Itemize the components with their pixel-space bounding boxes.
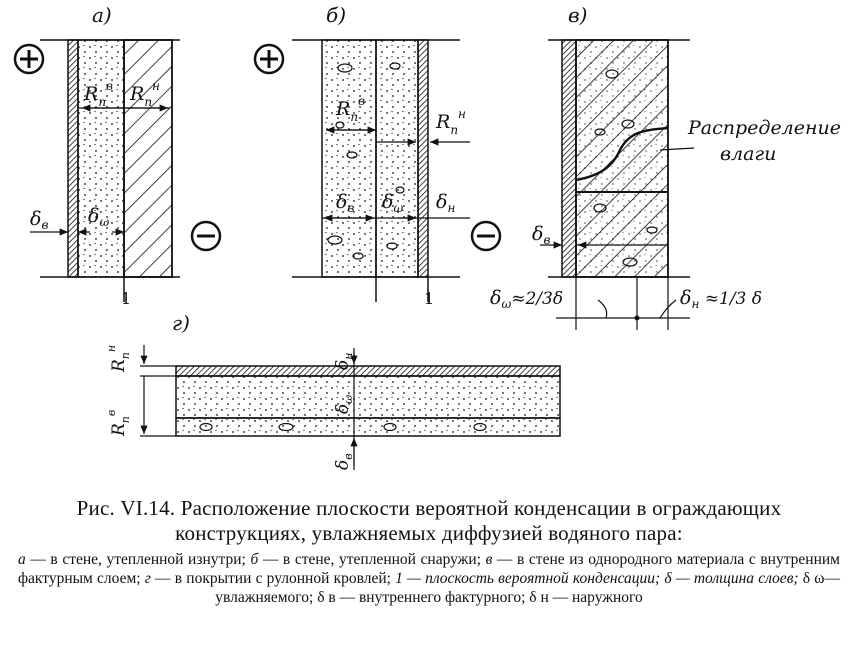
panel-label-b: б) [326,3,346,27]
legend-key-delta-w: δ ω [802,570,825,587]
thickness-outer-b: δн [436,191,455,215]
legend-text-b: — в стене, утепленной снаружи; [258,551,486,568]
moisture-label-line2: влаги [720,143,776,165]
legend-text-delta: — толщина слоев; [671,570,803,587]
figure-caption: Рис. VI.14. Расположение плоскости вероя… [18,496,840,607]
thickness-inner-v: δв [532,223,550,247]
legend-key-delta-v: δ в [317,589,336,606]
legend-key-b: б [250,551,259,568]
legend-text-v: — в стене из однородного материала с вну… [18,551,840,587]
legend-text-delta-n: — наружного [548,589,643,606]
plane-marker-b: 1 [424,289,434,308]
panel-g: г) Rпн Rпв δн δω δв [105,311,561,470]
base-layer-g [175,417,561,437]
minus-sign-a [190,220,222,252]
legend-text-a: — в стене, утепленной изнутри; [25,551,251,568]
roofing-layer-g [175,365,561,377]
insulation-layer-g [175,375,561,419]
ratio-wet: δω≈2/3δ [490,287,563,311]
thickness-outer-g: δн [333,353,355,371]
ratio-outer: δн ≈1/3 δ [680,287,762,311]
legend-text-1: — плоскость вероятной конденсации; [402,570,665,587]
aggregate-marks-g [199,422,487,432]
thickness-inner-a: δв [30,208,48,232]
legend-key-a: а [18,551,26,568]
inner-finish-layer-v [561,39,577,278]
plus-sign-b [253,43,285,75]
panel-b: б) 1 Rпв Rпн δв δω δн [253,3,502,308]
legend-key-1: 1 [395,570,403,587]
resistance-inner-g: Rпв [105,410,132,437]
thickness-inner-g: δв [333,453,355,470]
resistance-outer-g: Rпн [105,345,132,373]
moisture-distribution-curve [575,126,669,182]
caption-legend: а — в стене, утепленной изнутри; б — в с… [18,550,840,607]
panel-label-v: в) [568,3,587,27]
insulation-layer-b [375,39,419,278]
panel-label-g: г) [172,311,190,335]
minus-sign-b [470,220,502,252]
legend-key-delta: δ [664,570,672,587]
panel-v: в) δв Распределение влаги δω≈2/3δ δн ≈1/… [490,3,841,330]
plane-marker-a: 1 [121,289,131,308]
outer-finish-layer-b [417,39,429,278]
panel-label-a: а) [92,3,112,27]
caption-title: Рис. VI.14. Расположение плоскости вероя… [76,496,782,545]
legend-key-delta-n: δ н [529,589,549,606]
legend-text-delta-w: — увлажняемого; [215,570,841,606]
legend-text-g: — в покрытии с ру­лонной кровлей; [150,570,396,587]
panel-a: а) 1 Rпв Rпн δв δω [13,3,222,308]
insulation-layer-a [77,39,125,278]
condensation-diagram: а) 1 Rпв Rпн δв δω б) [13,3,841,470]
inner-finish-layer-a [67,39,79,278]
aggregate-marks-b [327,62,405,260]
legend-text-delta-v: — внутреннего фактурного; [335,589,530,606]
legend-key-g: г [144,570,151,587]
resistance-outer-b: Rпн [435,107,466,137]
inner-wall-layer-b [321,39,377,278]
aggregate-marks-v [593,69,658,267]
outer-wall-layer-a [123,39,173,278]
moisture-label-line1: Распределение [687,117,841,139]
plus-sign-a [13,43,45,75]
legend-key-v: в [485,551,493,568]
